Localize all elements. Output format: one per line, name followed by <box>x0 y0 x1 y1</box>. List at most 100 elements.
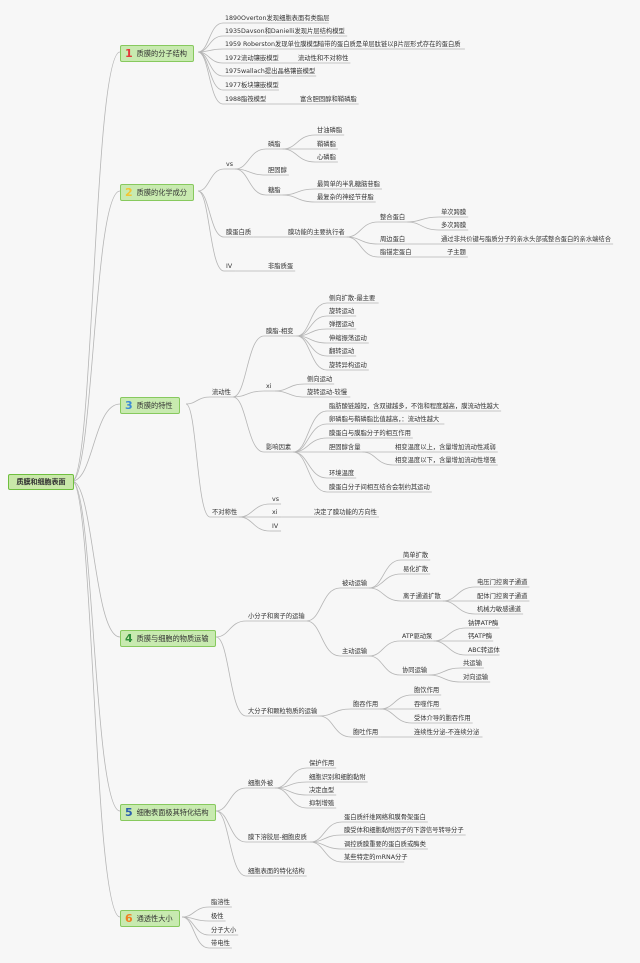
topic-node[interactable]: 连续性分泌-不连续分泌 <box>414 729 480 736</box>
topic-node[interactable]: 细胞识别和细胞黏附 <box>309 774 366 781</box>
topic-node[interactable]: 暗带的蛋白质是单层肽链以β片层形式存在的蛋白质 <box>318 41 461 48</box>
topic-node[interactable]: IV <box>226 263 233 270</box>
topic-node[interactable]: 胆固醇含量 <box>329 444 361 451</box>
topic-node[interactable]: 某些特定的mRNA分子 <box>344 854 408 861</box>
topic-node[interactable]: 对向运输 <box>463 674 489 681</box>
topic-node[interactable]: 周边蛋白 <box>380 236 406 243</box>
topic-node[interactable]: 侧向扩散-最主要 <box>329 295 376 302</box>
topic-node[interactable]: 整合蛋白 <box>380 214 406 221</box>
topic-node[interactable]: 脂锚定蛋白 <box>380 249 412 256</box>
topic-node[interactable]: ATP驱动泵 <box>402 633 433 640</box>
topic-node[interactable]: 富含胆固醇和鞘磷脂 <box>300 96 357 103</box>
topic-node[interactable]: 最复杂的神经节苷脂 <box>317 194 374 201</box>
topic-node[interactable]: 相变温度以下，含量增加流动性增强 <box>395 457 496 464</box>
topic-node[interactable]: 共运输 <box>463 660 482 667</box>
topic-node[interactable]: 胞吞作用 <box>353 701 379 708</box>
topic-node[interactable]: 1890Overton发现细胞表面有类脂层 <box>225 15 330 22</box>
topic-node[interactable]: 细胞外被 <box>248 780 274 787</box>
topic-node[interactable]: 膜蛋白质 <box>226 229 252 236</box>
topic-node[interactable]: 主动运输 <box>342 648 368 655</box>
topic-node[interactable]: 卵磷脂与鞘磷脂比值越高，：流动性越大 <box>329 416 440 423</box>
topic-node[interactable]: IV <box>272 523 279 530</box>
topic-node[interactable]: 胞吐作用 <box>353 729 379 736</box>
topic-node[interactable]: 小分子和离子的运输 <box>248 613 305 620</box>
topic-node[interactable]: 脂肪酸链越短，含双键越多，不饱和程度越高，膜流动性越大 <box>329 403 500 410</box>
topic-node[interactable]: 影响因素 <box>266 444 292 451</box>
topic-node[interactable]: 多次跨膜 <box>441 222 467 229</box>
topic-node[interactable]: 环境温度 <box>329 470 355 477</box>
topic-node[interactable]: 配体门控离子通道 <box>477 593 528 600</box>
topic-node[interactable]: 离子通道扩散 <box>403 593 441 600</box>
topic-node[interactable]: 简单扩散 <box>403 552 429 559</box>
topic-node[interactable]: 膜受体和细胞黏附因子的下游信号转导分子 <box>344 827 464 834</box>
topic-node[interactable]: 翻转运动 <box>329 348 355 355</box>
root-topic[interactable]: 质膜和细胞表面 <box>8 474 74 490</box>
topic-node[interactable]: 最简单的半乳糖脑苷脂 <box>317 181 380 188</box>
topic-node[interactable]: 1972流动镶嵌模型 <box>225 55 279 62</box>
topic-node[interactable]: 1988脂筏模型 <box>225 96 267 103</box>
topic-node[interactable]: xi <box>266 383 272 390</box>
topic-node[interactable]: 分子大小 <box>211 927 237 934</box>
topic-node[interactable]: 膜功能的主要执行者 <box>288 229 345 236</box>
topic-node[interactable]: 脂溶性 <box>211 899 230 906</box>
topic-node[interactable]: 鞘磷脂 <box>317 141 336 148</box>
topic-node[interactable]: 带电性 <box>211 940 230 947</box>
topic-node[interactable]: 旋转运动-较慢 <box>307 389 348 396</box>
topic-node[interactable]: vs <box>272 496 280 503</box>
topic-node[interactable]: 相变温度以上，含量增加流动性减弱 <box>395 444 496 451</box>
topic-node[interactable]: 单次跨膜 <box>441 209 467 216</box>
topic-node[interactable]: 受体介导的胞吞作用 <box>414 715 471 722</box>
topic-node[interactable]: 膜下溶胶层-细胞皮质 <box>248 834 307 841</box>
topic-node[interactable]: 流动性 <box>212 389 231 396</box>
topic-node[interactable]: 磷脂 <box>268 141 281 148</box>
topic-node[interactable]: 膜脂-相变 <box>266 328 294 335</box>
topic-node[interactable]: 调控质膜重要的蛋白质或酶类 <box>344 841 426 848</box>
topic-node[interactable]: 胞饮作用 <box>414 687 440 694</box>
topic-node[interactable]: 抑制增殖 <box>309 800 335 807</box>
topic-node[interactable]: 旋转运动 <box>329 308 355 315</box>
topic-node[interactable]: 细胞表面的特化结构 <box>248 868 305 875</box>
topic-node[interactable]: 1935Davson和Danielli发现片层结构模型 <box>225 28 345 35</box>
topic-node[interactable]: 吞噬作用 <box>414 701 440 708</box>
topic-node[interactable]: 胆固醇 <box>268 167 287 174</box>
topic-node[interactable]: 旋转异构运动 <box>329 362 367 369</box>
topic-node[interactable]: 极性 <box>211 913 224 920</box>
topic-node[interactable]: 糖脂 <box>268 187 281 194</box>
topic-node[interactable]: 被动运输 <box>342 580 368 587</box>
topic-node[interactable]: 钙ATP酶 <box>468 633 493 640</box>
topic-node[interactable]: 流动性和不对称性 <box>298 55 349 62</box>
topic-node[interactable]: 决定了膜功能的方向性 <box>314 509 377 516</box>
topic-node[interactable]: 不对称性 <box>212 509 238 516</box>
topic-node[interactable]: 膜蛋白分子间相互结合会制约其运动 <box>329 484 430 491</box>
topic-node[interactable]: 保护作用 <box>309 760 335 767</box>
topic-node[interactable]: 非脂质蛋 <box>268 263 294 270</box>
topic-node[interactable]: 大分子和颗粒物质的运输 <box>248 708 318 715</box>
topic-node[interactable]: 钠钾ATP酶 <box>468 620 499 627</box>
topic-node[interactable]: 电压门控离子通道 <box>477 579 528 586</box>
topic-node[interactable]: 子主题 <box>447 249 466 256</box>
topic-node[interactable]: 弹摆运动 <box>329 321 355 328</box>
topic-node[interactable]: vs <box>226 161 234 168</box>
topic-node[interactable]: 协同运输 <box>402 667 428 674</box>
topic-node[interactable]: 蛋白质纤维网络和膜骨架蛋白 <box>344 814 426 821</box>
topic-node[interactable]: 1975wallach提出晶格镶嵌模型 <box>225 68 316 75</box>
topic-node[interactable]: 1959 Roberston发现单位膜模型 <box>225 41 320 48</box>
topic-node[interactable]: 机械力敏感通道 <box>477 606 522 613</box>
topic-node[interactable]: ABC转运体 <box>468 647 500 654</box>
topic-node[interactable]: 心磷脂 <box>317 154 336 161</box>
topic-node[interactable]: 通过非共价键与脂质分子的亲水头部或整合蛋白的亲水端结合 <box>441 236 612 243</box>
topic-node[interactable]: 1977板块镶嵌模型 <box>225 82 279 89</box>
topic-node[interactable]: 易化扩散 <box>403 566 429 573</box>
topic-node[interactable]: 伸缩振荡运动 <box>329 335 367 342</box>
topic-node[interactable]: 膜蛋白与膜脂分子的相互作用 <box>329 430 411 437</box>
topic-node[interactable]: 甘油磷脂 <box>317 127 343 134</box>
topic-node[interactable]: 决定血型 <box>309 787 335 794</box>
topic-node[interactable]: 侧向运动 <box>307 376 333 383</box>
topic-node[interactable]: xi <box>272 509 278 516</box>
